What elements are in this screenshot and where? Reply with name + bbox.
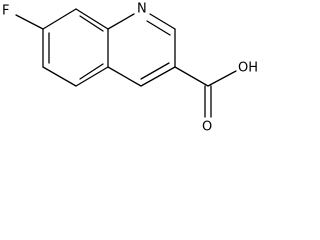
- bond-c5-c6: [42, 66, 77, 87]
- benzo-ring: [42, 8, 109, 87]
- carbonyl-oxygen-label: O: [202, 120, 212, 135]
- bond-c-oh: [207, 70, 237, 87]
- bond-c4-c4a: [107, 66, 142, 87]
- carboxylic-acid-group: [174, 66, 237, 118]
- bond-c8-c8a: [75, 8, 109, 30]
- bond-c4a-c5-inner: [79, 63, 104, 80]
- hydroxyl-label: OH: [238, 61, 258, 76]
- fluorine-label: F: [2, 4, 9, 19]
- bond-c3-c4: [140, 66, 176, 87]
- bond-c8a-n1: [107, 13, 135, 30]
- bond-c3-cooh: [174, 66, 209, 87]
- chemical-structure: F N OH O: [2, 2, 258, 135]
- bond-n1-c2-inner: [146, 20, 171, 36]
- bond-n1-c2: [149, 13, 176, 30]
- bond-c8-c8a-inner: [79, 15, 104, 32]
- nitrogen-label: N: [137, 2, 147, 17]
- bond-c7-f: [15, 14, 44, 30]
- bond-c4a-c5: [75, 66, 109, 87]
- bond-c3-c4-inner: [140, 62, 170, 80]
- pyridine-ring: [107, 13, 176, 87]
- bond-c7-c8: [42, 8, 77, 30]
